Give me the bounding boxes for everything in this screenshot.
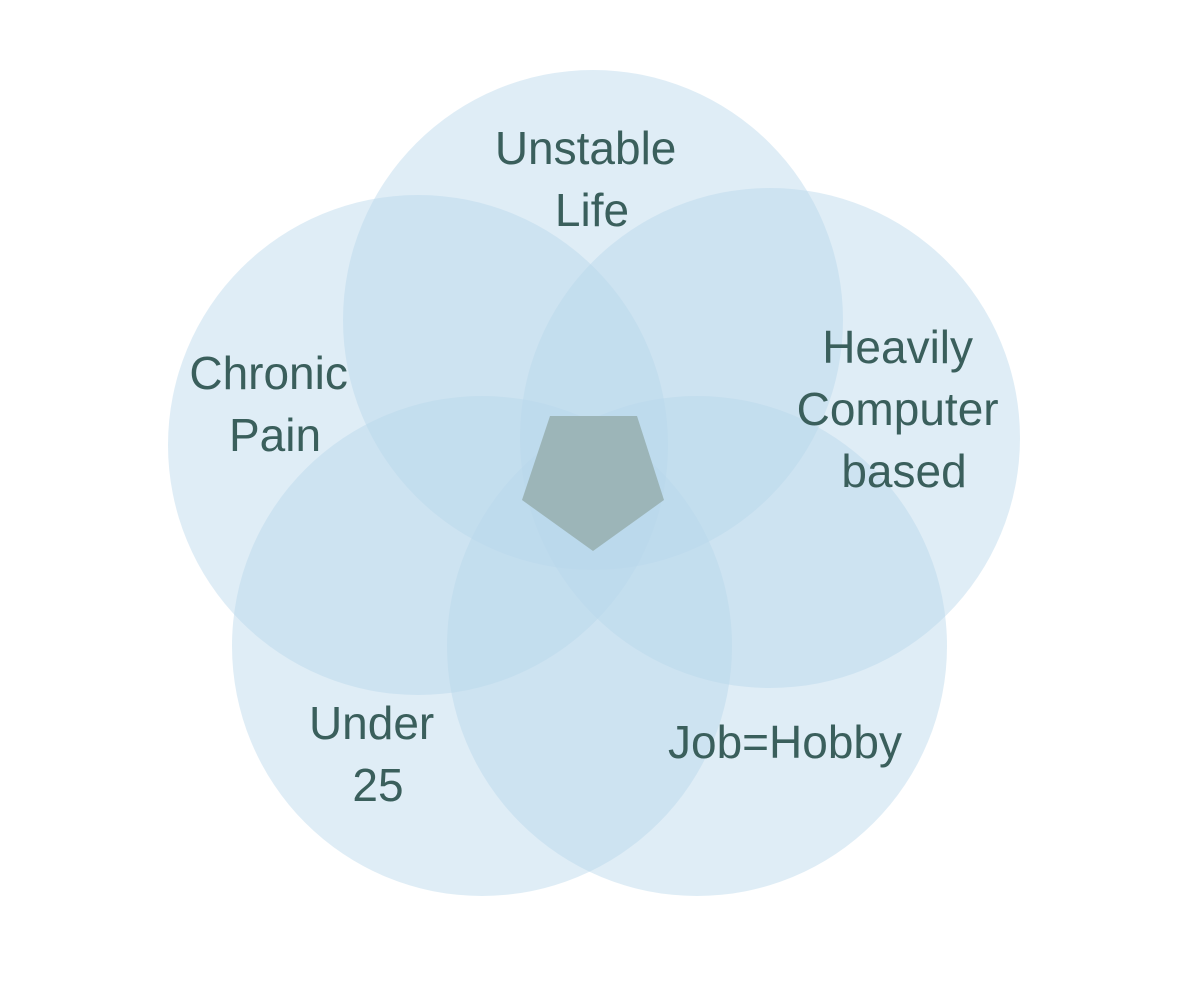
label-chronic-pain-line-2: Pain <box>229 409 321 461</box>
label-under-25-line-1: Under <box>309 697 434 749</box>
label-unstable-life-line-2: Life <box>555 184 629 236</box>
center-pentagon <box>522 416 664 551</box>
label-heavily-computer-based-line-1: Heavily <box>822 321 973 373</box>
labels-layer: Unstable Life Heavily Computer based Job… <box>189 122 1012 811</box>
label-unstable-life: Unstable Life <box>495 122 689 236</box>
circle-heavily-computer-based <box>520 188 1020 688</box>
label-unstable-life-line-1: Unstable <box>495 122 677 174</box>
circle-unstable-life <box>343 70 843 570</box>
circles-layer <box>168 70 1020 896</box>
label-heavily-computer-based-line-2: Computer <box>797 383 999 435</box>
label-under-25: Under 25 <box>309 697 447 811</box>
label-heavily-computer-based-line-3: based <box>841 445 966 497</box>
label-job-hobby: Job=Hobby <box>668 716 902 768</box>
label-under-25-line-2: 25 <box>352 759 403 811</box>
circle-chronic-pain <box>168 195 668 695</box>
label-chronic-pain-line-1: Chronic <box>189 347 348 399</box>
label-job-hobby-line-1: Job=Hobby <box>668 716 902 768</box>
label-chronic-pain: Chronic Pain <box>189 347 360 461</box>
label-heavily-computer-based: Heavily Computer based <box>797 321 1012 497</box>
